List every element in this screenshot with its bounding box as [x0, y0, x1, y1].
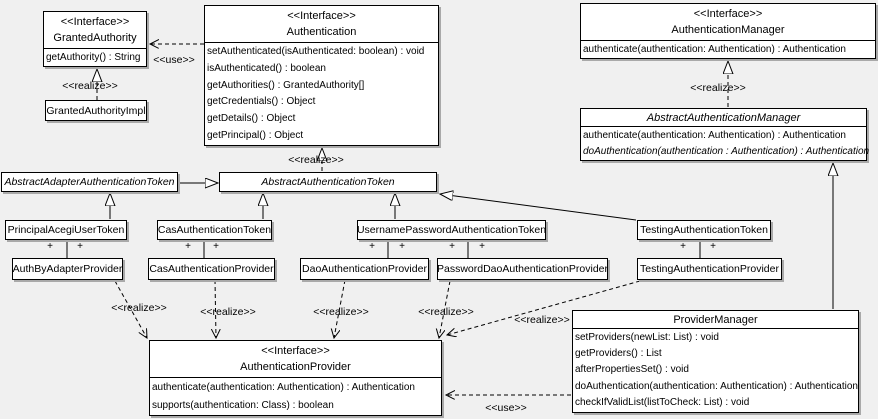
class-name: UsernamePasswordAuthenticationToken [356, 224, 547, 236]
class-abstract-adapter-authentication-token[interactable]: AbstractAdapterAuthenticationToken [1, 172, 178, 192]
class-name: GrantedAuthority [53, 32, 137, 44]
class-dao-authentication-provider[interactable]: DaoAuthenticationProvider [300, 258, 429, 280]
realize-label: <<realize>> [288, 154, 344, 166]
realize-label: <<realize>> [418, 306, 474, 318]
class-name: PasswordDaoAuthenticationProvider [437, 263, 609, 275]
realize-label: <<realize>> [62, 80, 118, 92]
class-name: ProviderManager [673, 313, 758, 326]
multiplicity-plus: + [479, 241, 485, 252]
method-row: supports(authentication: Class) : boolea… [152, 400, 334, 412]
class-name: TestingAuthenticationProvider [640, 263, 779, 275]
class-name: AbstractAuthenticationToken [261, 176, 395, 188]
method-row: setProviders(newList: List) : void [575, 331, 719, 343]
class-auth-by-adapter-provider[interactable]: AuthByAdapterProvider [12, 258, 123, 280]
method-row: authenticate(authentication: Authenticat… [583, 44, 846, 55]
realize-label: <<realize>> [313, 306, 369, 318]
realize-label: <<realize>> [690, 82, 746, 94]
multiplicity-plus: + [213, 241, 219, 252]
stereotype: <<Interface>> [693, 8, 763, 20]
multiplicity-plus: + [710, 241, 716, 252]
class-granted-authority[interactable]: <<Interface>> GrantedAuthority getAuthor… [43, 11, 147, 67]
class-principal-acegi-user-token[interactable]: PrincipalAcegiUserToken [5, 220, 127, 240]
stereotype: <<Interface>> [287, 10, 356, 22]
stereotype: <<Interface>> [261, 345, 330, 357]
method-row: getAuthority() : String [46, 52, 141, 63]
use-label: <<use>> [485, 402, 527, 414]
class-name: AbstractAdapterAuthenticationToken [4, 176, 175, 188]
method-row: doAuthentication(authentication : Authen… [583, 145, 870, 157]
method-row: doAuthentication(authentication: Authent… [575, 380, 858, 392]
class-authentication[interactable]: <<Interface>> Authentication setAuthenti… [204, 5, 439, 146]
method-row: setAuthenticated(isAuthenticated: boolea… [207, 45, 425, 57]
class-name: Authentication [286, 26, 357, 38]
class-name: AbstractAuthenticationManager [646, 111, 801, 124]
realize-label: <<realize>> [200, 306, 256, 318]
class-abstract-authentication-token[interactable]: AbstractAuthenticationToken [219, 172, 437, 192]
class-cas-authentication-provider[interactable]: CasAuthenticationProvider [148, 258, 275, 280]
use-label: <<use>> [153, 54, 195, 66]
class-name: GrantedAuthorityImpl [46, 104, 146, 117]
method-row: getAuthorities() : GrantedAuthority[] [207, 79, 365, 91]
class-abstract-authentication-manager[interactable]: AbstractAuthenticationManager authentica… [580, 108, 870, 161]
method-row: getPrincipal() : Object [207, 130, 304, 142]
multiplicity-plus: + [680, 241, 686, 252]
multiplicity-plus: + [399, 241, 405, 252]
class-name: AuthenticationProvider [240, 361, 351, 373]
multiplicity-plus: + [369, 241, 375, 252]
realize-label: <<realize>> [111, 302, 167, 314]
class-password-dao-authentication-provider[interactable]: PasswordDaoAuthenticationProvider [437, 258, 608, 280]
class-authentication-provider[interactable]: <<Interface>> AuthenticationProvider aut… [149, 340, 442, 416]
multiplicity-plus: + [77, 241, 83, 252]
class-granted-authority-impl[interactable]: GrantedAuthorityImpl [45, 100, 147, 121]
method-row: getDetails() : Object [207, 113, 296, 125]
stereotype: <<Interface>> [60, 16, 130, 28]
class-cas-authentication-token[interactable]: CasAuthenticationToken [157, 220, 272, 240]
method-row: authenticate(authentication: Authenticat… [152, 381, 415, 393]
class-authentication-manager[interactable]: <<Interface>> AuthenticationManager auth… [580, 3, 876, 59]
class-name: CasAuthenticationProvider [149, 263, 274, 275]
class-name: TestingAuthenticationToken [640, 224, 768, 236]
method-row: afterPropertiesSet() : void [575, 364, 689, 376]
class-name: DaoAuthenticationProvider [302, 263, 427, 275]
class-username-password-authentication-token[interactable]: UsernamePasswordAuthenticationToken [357, 220, 546, 240]
generalization-testing-token [440, 194, 637, 221]
multiplicity-plus: + [185, 241, 191, 252]
class-testing-authentication-token[interactable]: TestingAuthenticationToken [637, 220, 771, 240]
method-row: getProviders() : List [575, 348, 662, 360]
class-name: CasAuthenticationToken [157, 224, 272, 236]
class-name: PrincipalAcegiUserToken [7, 224, 125, 236]
class-testing-authentication-provider[interactable]: TestingAuthenticationProvider [637, 258, 782, 280]
class-provider-manager[interactable]: ProviderManager setProviders(newList: Li… [572, 310, 859, 413]
multiplicity-plus: + [47, 241, 53, 252]
class-name: AuthenticationManager [671, 24, 785, 36]
multiplicity-plus: + [449, 241, 455, 252]
method-row: authenticate(authentication: Authenticat… [583, 129, 846, 141]
method-row: getCredentials() : Object [207, 96, 316, 108]
method-row: isAuthenticated() : boolean [207, 62, 326, 74]
realize-label: <<realize>> [514, 314, 570, 326]
class-name: AuthByAdapterProvider [12, 263, 123, 275]
method-row: checkIfValidList(listToCheck: List) : vo… [575, 397, 750, 409]
